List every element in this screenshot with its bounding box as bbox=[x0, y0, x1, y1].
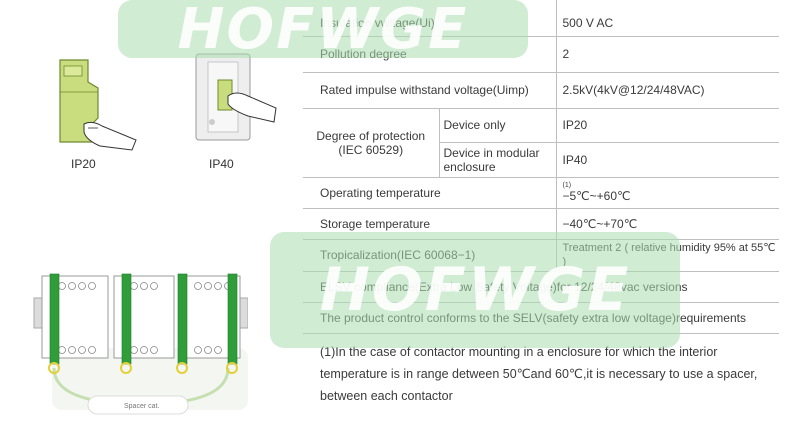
footnote: (1)In the case of contactor mounting in … bbox=[320, 341, 790, 407]
device-only-value: IP20 bbox=[555, 108, 779, 143]
ip20-caption: IP20 bbox=[71, 157, 96, 171]
operating-label: Operating temperature bbox=[303, 177, 556, 209]
spacer-contactors-illustration bbox=[33, 273, 248, 415]
elsv-text: ELSV compliance(Extra Low Safety Voltage… bbox=[303, 271, 779, 303]
ip20-device-illustration bbox=[59, 59, 137, 151]
impulse-label: Rated impulse withstand voltage(Uimp) bbox=[303, 72, 556, 109]
row-impulse: Rated impulse withstand voltage(Uimp) 2.… bbox=[303, 72, 779, 109]
row-insulation: Insulation vwltage(Ui) 500 V AC bbox=[303, 0, 779, 37]
row-pollution: Pollution degree 2 bbox=[303, 36, 779, 73]
row-modular: Device in modular enclosure IP40 bbox=[303, 142, 779, 178]
storage-value: −40℃~+70℃ bbox=[555, 208, 779, 240]
modular-value: IP40 bbox=[555, 142, 779, 178]
row-device-only: Degree of protection (IEC 60529) Device … bbox=[303, 108, 779, 178]
protection-label: Degree of protection (IEC 60529) bbox=[303, 108, 439, 178]
footnote-line-1: (1)In the case of contactor mounting in … bbox=[320, 345, 718, 359]
storage-label: Storage temperature bbox=[303, 208, 556, 240]
footnote-line-3: between each contactor bbox=[320, 389, 453, 403]
ip40-caption: IP40 bbox=[209, 157, 234, 171]
device-only-label: Device only bbox=[438, 108, 556, 143]
footnote-line-2: temperature is in range detween 50℃and 6… bbox=[320, 367, 758, 381]
operating-value: (1) −5℃~+60℃ bbox=[555, 177, 779, 209]
impulse-value: 2.5kV(4kV@12/24/48VAC) bbox=[555, 72, 779, 109]
pollution-label: Pollution degree bbox=[303, 36, 556, 73]
ip40-device-illustration bbox=[195, 53, 277, 141]
insulation-value: 500 V AC bbox=[555, 0, 779, 37]
tropical-value: Treatment 2 ( relative humidity 95% at 5… bbox=[555, 239, 779, 272]
row-storage: Storage temperature −40℃~+70℃ bbox=[303, 208, 779, 240]
spec-table: Insulation vwltage(Ui) 500 V AC Pollutio… bbox=[303, 0, 779, 334]
tropical-label: Tropicalization(IEC 60068−1) bbox=[303, 239, 556, 272]
row-operating: Operating temperature (1) −5℃~+60℃ bbox=[303, 177, 779, 209]
insulation-label: Insulation vwltage(Ui) bbox=[303, 0, 556, 37]
modular-label: Device in modular enclosure bbox=[438, 142, 556, 178]
spacer-caption: Spacer cat. bbox=[124, 403, 160, 410]
operating-note-marker: (1) bbox=[562, 182, 572, 189]
pollution-value: 2 bbox=[555, 36, 779, 73]
row-elsv: ELSV compliance(Extra Low Safety Voltage… bbox=[303, 271, 779, 303]
row-tropicalization: Tropicalization(IEC 60068−1) Treatment 2… bbox=[303, 239, 779, 272]
selv-text: The product control conforms to the SELV… bbox=[303, 302, 779, 334]
row-selv: The product control conforms to the SELV… bbox=[303, 302, 779, 334]
